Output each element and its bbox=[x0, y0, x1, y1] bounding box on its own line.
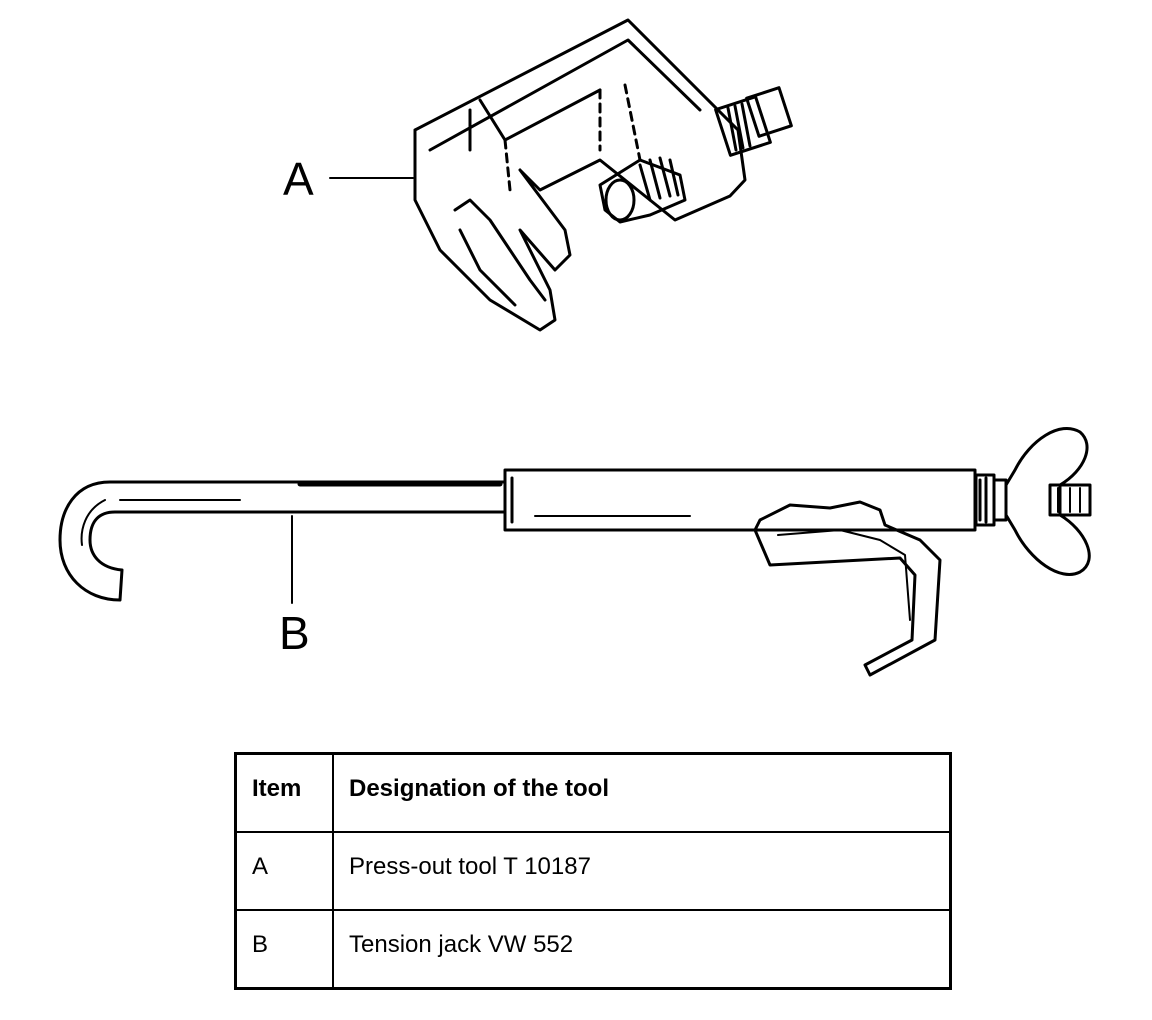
table-row: A Press-out tool T 10187 bbox=[234, 831, 952, 911]
header-designation: Designation of the tool bbox=[332, 752, 952, 833]
table-header-row: Item Designation of the tool bbox=[234, 752, 952, 833]
table-row: B Tension jack VW 552 bbox=[234, 909, 952, 990]
tool-table: Item Designation of the tool A Press-out… bbox=[234, 752, 952, 990]
press-out-tool-drawing bbox=[413, 18, 793, 332]
cell-designation: Tension jack VW 552 bbox=[332, 909, 952, 990]
header-item: Item bbox=[234, 752, 334, 833]
cell-item: B bbox=[234, 909, 334, 990]
tool-illustration: A B bbox=[58, 18, 1092, 677]
cell-item: A bbox=[234, 831, 334, 911]
callout-label-b: B bbox=[279, 607, 310, 659]
tension-jack-drawing bbox=[58, 426, 1092, 677]
cell-designation: Press-out tool T 10187 bbox=[332, 831, 952, 911]
callout-label-a: A bbox=[283, 153, 314, 205]
